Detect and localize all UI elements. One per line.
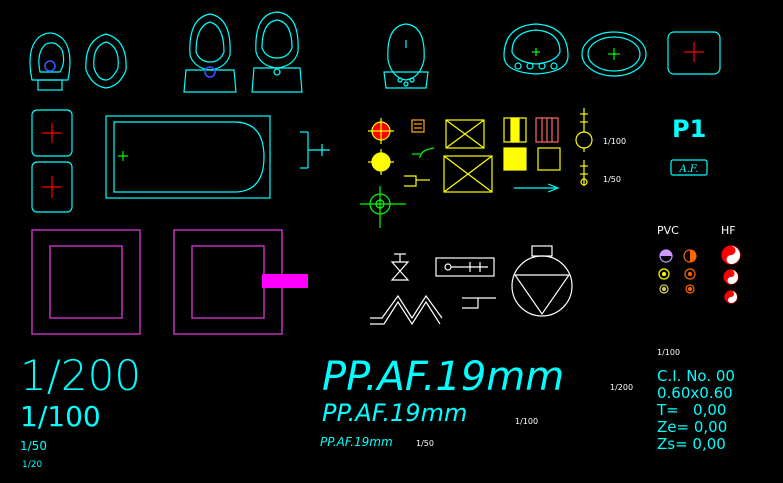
valve-legend-symbols: [360, 118, 406, 228]
registry-box-symbols: [443, 119, 493, 193]
inspection-t-value: T= 0,00: [656, 401, 726, 419]
small-fittings-symbols: [404, 119, 435, 187]
inspection-zs-value: Zs= 0,00: [657, 435, 726, 453]
inspection-name: C.I. No. 00: [657, 367, 735, 385]
scale-label-1-100: 1/100: [20, 400, 101, 433]
gate-valve-symbol: [390, 253, 410, 281]
pipe-label-small: PP.AF.19mm: [320, 435, 393, 449]
scale-label-1-200: 1/200: [20, 351, 141, 400]
pipe-tee-symbol: [300, 131, 330, 169]
hf-label: HF: [721, 224, 736, 237]
pipe-label-medium-scale: 1/100: [515, 417, 538, 426]
riser-scale-label-1: 1/100: [603, 137, 626, 146]
riser-scale-label-2: 1/50: [603, 175, 621, 184]
inspection-ze-value: Ze= 0,00: [657, 418, 727, 436]
washbasin-symbol-2: [581, 31, 647, 77]
pipe-connection-bar: [262, 274, 308, 288]
pipe-label-medium: PP.AF.19mm: [322, 399, 467, 427]
washbasin-symbol-1: [503, 23, 569, 75]
scale-label-1-50: 1/50: [20, 439, 47, 453]
pipe-label-large: PP.AF.19mm: [322, 354, 564, 400]
riser-symbols: [575, 108, 593, 186]
toilet-symbol-4: [251, 11, 303, 93]
bidet-symbol: [383, 23, 429, 89]
pipe-label-small-scale: 1/50: [416, 439, 434, 448]
inspection-scale-label: 1/100: [657, 348, 680, 357]
pump-symbol: [511, 245, 573, 317]
toilet-symbol-2: [85, 33, 127, 89]
toilet-symbol-3: [183, 13, 237, 93]
pvc-hf-legend-symbols: [658, 245, 741, 304]
check-valve-symbol: [435, 257, 495, 277]
meter-box-symbols: [503, 117, 561, 193]
pipe-label-large-scale: 1/200: [610, 383, 633, 392]
inspection-size: 0.60x0.60: [657, 384, 733, 402]
scale-label-1-20: 1/20: [22, 460, 42, 470]
floor-drain-symbol-2: [31, 109, 73, 157]
floor-drain-symbol-1: [667, 31, 721, 75]
af-tag-box: [670, 159, 708, 176]
p1-label: P1: [672, 115, 706, 143]
floor-drain-symbol-3: [31, 161, 73, 213]
pvc-label: PVC: [657, 224, 679, 237]
af-tag-label: A.F.: [679, 164, 699, 175]
zigzag-pipe-symbol: [370, 294, 496, 326]
toilet-symbol-1: [29, 32, 71, 91]
bathtub-symbol: [105, 115, 271, 199]
inspection-chamber-1: [31, 229, 141, 335]
